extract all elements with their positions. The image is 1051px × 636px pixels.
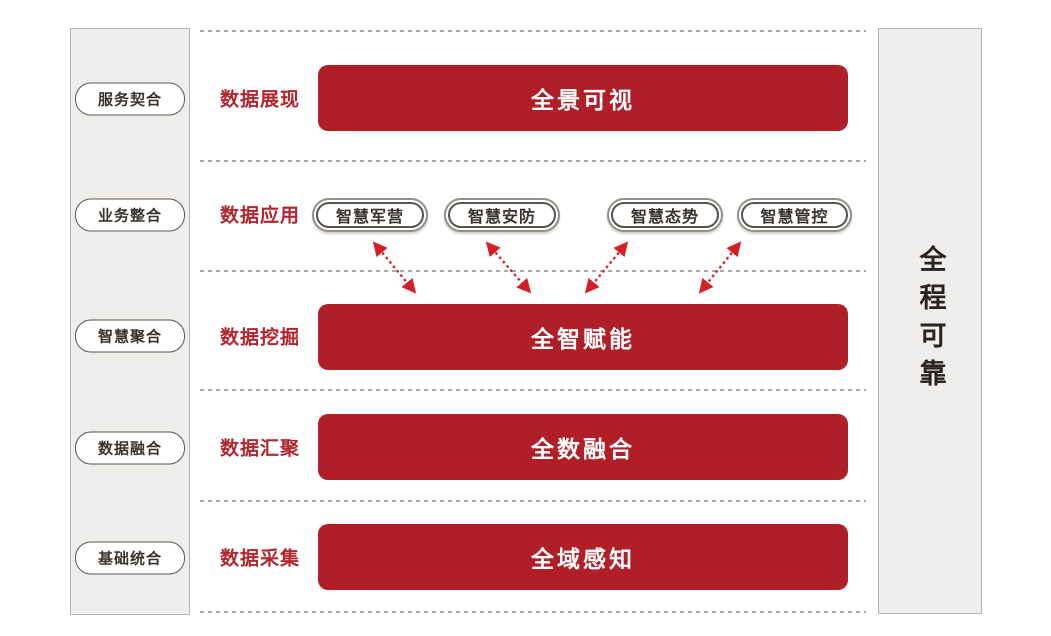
- row-separator: [200, 160, 866, 162]
- left-capability-panel: 服务契合 业务整合 智慧聚合 数据融合 基础统合: [70, 28, 190, 615]
- row-separator: [200, 611, 866, 613]
- arrow-barracks-to-ai: [372, 241, 417, 294]
- row-label-data-aggregation: 数据汇聚: [220, 438, 301, 460]
- row-separator: [200, 389, 866, 391]
- arrow-situation-to-ai: [584, 241, 629, 294]
- app-pill-label: 智慧军营: [316, 202, 424, 228]
- arrow-security-to-ai: [485, 241, 532, 294]
- row-separator: [200, 30, 866, 32]
- right-assurance-panel: 全程可靠: [878, 28, 982, 614]
- app-pill-smart-security: 智慧安防: [444, 198, 560, 232]
- row-label-data-display: 数据展现: [220, 89, 301, 111]
- app-pill-label: 智慧态势: [611, 202, 719, 228]
- row-label-data-mining: 数据挖掘: [220, 327, 301, 349]
- row-separator: [200, 500, 866, 502]
- bar-domain-sensing: 全域感知: [318, 524, 848, 590]
- app-pill-smart-situation: 智慧态势: [607, 198, 723, 232]
- assurance-vertical-title: 全程可靠: [915, 245, 946, 397]
- app-pill-label: 智慧安防: [448, 202, 556, 228]
- app-pill-smart-barracks: 智慧军营: [312, 198, 428, 232]
- app-pill-smart-control: 智慧管控: [737, 198, 852, 232]
- bar-data-fusion: 全数融合: [318, 414, 848, 480]
- row-label-data-collection: 数据采集: [220, 548, 301, 570]
- capability-pill-5: 基础统合: [75, 541, 185, 575]
- bar-ai-empowerment: 全智赋能: [318, 304, 848, 370]
- app-pill-label: 智慧管控: [741, 202, 848, 228]
- capability-pill-4: 数据融合: [75, 431, 185, 465]
- row-separator: [200, 270, 866, 272]
- row-label-data-application: 数据应用: [220, 205, 301, 227]
- capability-pill-1: 服务契合: [75, 82, 185, 116]
- capability-pill-2: 业务整合: [75, 198, 185, 232]
- bar-panoramic-visibility: 全景可视: [318, 65, 848, 131]
- arrow-control-to-ai: [698, 241, 742, 294]
- capability-pill-3: 智慧聚合: [75, 319, 185, 353]
